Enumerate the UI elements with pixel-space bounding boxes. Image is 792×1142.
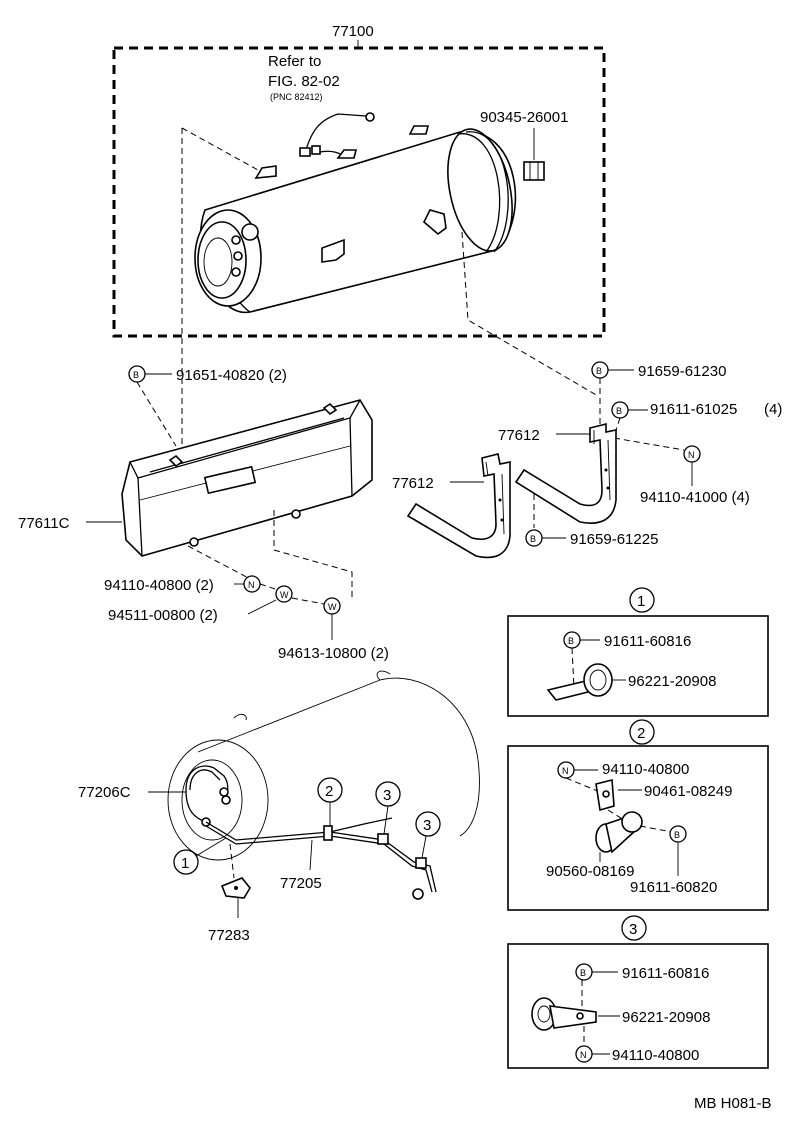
svg-text:B: B	[568, 636, 574, 646]
detail-3-clamp-label: 96221-20908	[622, 1009, 710, 1026]
hose-77206c	[185, 765, 231, 827]
svg-text:B: B	[674, 830, 680, 840]
lpg-tank	[194, 125, 517, 313]
svg-text:3: 3	[629, 921, 637, 938]
bolt-91659-61230-label: 91659-61230	[638, 363, 726, 380]
svg-text:B: B	[530, 534, 536, 544]
band-77612-upper-label: 77612	[498, 427, 540, 444]
svg-text:1: 1	[181, 855, 189, 872]
svg-text:B: B	[596, 366, 602, 376]
hose-77206c-label: 77206C	[78, 784, 131, 801]
svg-text:2: 2	[325, 783, 333, 800]
washer-94613-10800-callout: W 94613-10800 (2)	[278, 597, 389, 662]
washer-94511-00800-label: 94511-00800 (2)	[108, 607, 218, 624]
tube-77205	[205, 817, 437, 900]
detail-2: 2 N 94110-40800 90461-08249 B 90560-0816…	[507, 719, 769, 911]
clamp-77283	[220, 843, 251, 918]
svg-text:3: 3	[383, 787, 391, 804]
bolt-91611-61025-label: 91611-61025	[650, 401, 737, 418]
svg-text:1: 1	[637, 593, 645, 610]
tank-protector-77611c	[121, 399, 373, 557]
assembly-77100-boundary	[112, 46, 606, 338]
svg-text:W: W	[280, 590, 289, 600]
svg-text:3: 3	[423, 817, 431, 834]
protector-77611c-label: 77611C	[18, 515, 70, 532]
detail-2-bolt-label: 91611-60820	[630, 879, 717, 896]
cap-bolt-part	[523, 161, 545, 181]
bolt-91659-61225-label: 91659-61225	[570, 531, 658, 548]
detail-2-nut-label: 94110-40800	[602, 761, 689, 778]
tank-harness	[299, 112, 375, 159]
svg-text:W: W	[328, 602, 337, 612]
detail-2-bushing-label: 90560-08169	[546, 863, 634, 880]
svg-text:B: B	[133, 370, 139, 380]
washer-94511-00800-callout: 94511-00800 (2) W	[108, 585, 325, 624]
band-77612-lower-label: 77612	[392, 475, 434, 492]
svg-text:N: N	[580, 1050, 587, 1060]
assembly-number-77100: 77100	[332, 23, 374, 40]
footer-code: MB H081-B	[694, 1095, 772, 1112]
bolt-91659-61225-callout: B 91659-61225	[525, 494, 658, 548]
detail-3-nut-label: 94110-40800	[612, 1047, 699, 1064]
ref-2-marker: 2	[317, 777, 343, 826]
bolt-91659-61230-callout: B 91659-61230	[591, 361, 726, 424]
svg-text:N: N	[688, 450, 695, 460]
ref-3a-marker: 3	[375, 781, 401, 835]
clamp-77283-label: 77283	[208, 927, 250, 944]
tank-band-lower	[406, 453, 511, 559]
nut-94110-40800-label: 94110-40800 (2)	[104, 577, 214, 594]
svg-text:B: B	[616, 406, 622, 416]
tank-band-upper	[514, 422, 617, 524]
tube-77205-label: 77205	[280, 875, 322, 892]
nut-94110-41000-label: 94110-41000 (4)	[640, 489, 750, 506]
svg-text:N: N	[248, 580, 255, 590]
bolt-91611-61025-callout: B 91611-61025 (4)	[611, 401, 782, 437]
bolt-91651-40820-callout: B 91651-40820 (2)	[128, 365, 287, 447]
svg-text:N: N	[562, 766, 569, 776]
detail-2-bracket-label: 90461-08249	[644, 783, 732, 800]
svg-text:B: B	[580, 968, 586, 978]
ref-1-marker: 1	[173, 837, 227, 875]
washer-94613-10800-label: 94613-10800 (2)	[278, 645, 389, 662]
nut-94110-40800-callout: 94110-40800 (2) N	[104, 575, 279, 594]
svg-text:2: 2	[637, 725, 645, 742]
detail-1-bolt-label: 91611-60816	[604, 633, 691, 650]
refer-pnc-text: (PNC 82412)	[270, 92, 323, 102]
nut-94110-41000-callout: N 94110-41000 (4)	[613, 437, 750, 506]
ref-3b-marker: 3	[415, 811, 441, 859]
detail-1: 1 B 91611-60816 96221-20908	[507, 587, 769, 717]
detail-3: 3 B 91611-60816 96221-20908 N 94110-4080…	[507, 915, 769, 1069]
refer-fig-text: FIG. 82-02	[268, 73, 340, 90]
bolt-91651-40820-label: 91651-40820 (2)	[176, 367, 287, 384]
bolt-91611-61025-qty: (4)	[764, 401, 782, 418]
refer-to-text: Refer to	[268, 53, 321, 70]
detail-3-bolt-label: 91611-60816	[622, 965, 709, 982]
detail-1-clamp-label: 96221-20908	[628, 673, 716, 690]
cap-bolt-label: 90345-26001	[480, 109, 568, 126]
lower-tank-outline	[167, 670, 480, 861]
